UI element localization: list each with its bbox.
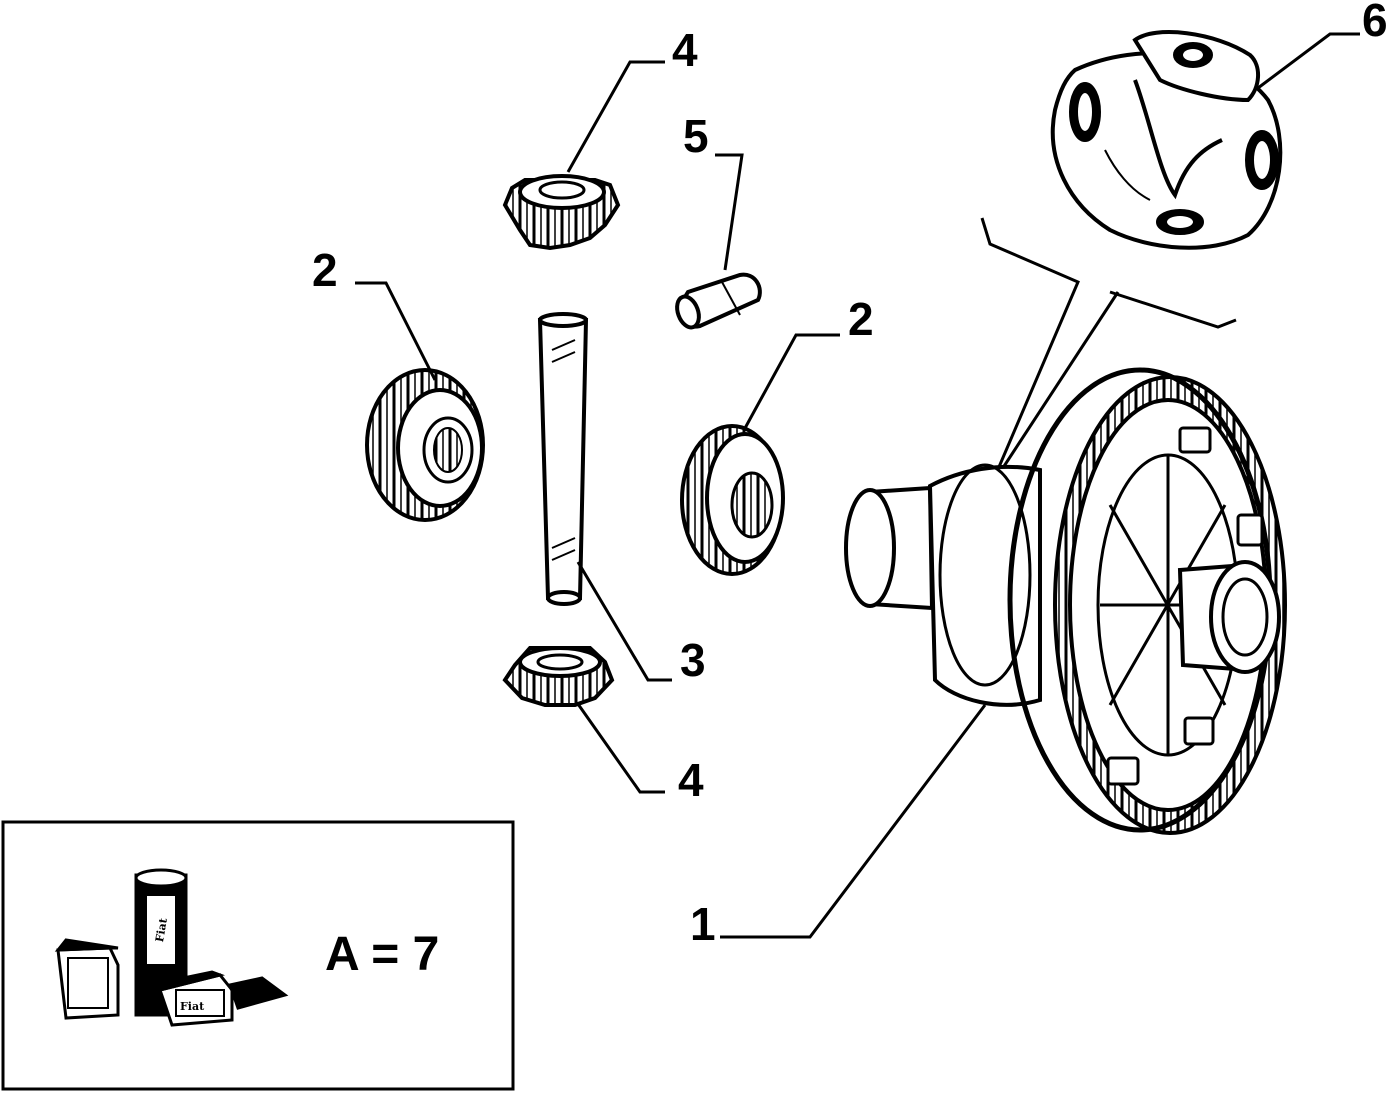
leader-line-6 bbox=[1257, 32, 1360, 90]
callout-1: 1 bbox=[690, 898, 716, 950]
callout-2-right: 2 bbox=[848, 293, 874, 345]
leader-line-2-right bbox=[742, 333, 840, 431]
callout-4-bottom: 4 bbox=[678, 754, 704, 806]
lubricant-brand-label-tube: Fiat bbox=[153, 916, 170, 943]
lubricant-equation: A = 7 bbox=[325, 928, 439, 981]
callout-2-left: 2 bbox=[312, 244, 338, 296]
side-gear-part-2-right bbox=[680, 424, 785, 576]
leader-line-1 bbox=[720, 704, 987, 939]
leader-line-5 bbox=[715, 153, 744, 271]
planet-gear-part-4-top bbox=[502, 174, 621, 251]
callout-5: 5 bbox=[683, 110, 709, 162]
callout-3: 3 bbox=[680, 634, 706, 686]
planet-gear-part-4-bottom bbox=[502, 646, 615, 707]
leader-line-4-bottom bbox=[576, 703, 665, 794]
callout-6: 6 bbox=[1362, 0, 1388, 46]
leader-line-3 bbox=[576, 561, 672, 682]
callout-4-top: 4 bbox=[672, 24, 698, 76]
leader-line-2-left bbox=[355, 281, 437, 381]
legend-box: Fiat Fiat A = 7 bbox=[1, 820, 515, 1091]
leader-line-4-top bbox=[566, 60, 665, 173]
lubricant-products-icon bbox=[54, 868, 289, 1027]
lubricant-brand-label-box: Fiat bbox=[180, 1000, 205, 1013]
shaft-part-3 bbox=[537, 312, 589, 606]
side-gear-part-2-left bbox=[365, 368, 485, 522]
assembly-bracket-lines bbox=[980, 217, 1237, 489]
differential-assembly-part-1 bbox=[844, 367, 1287, 835]
pin-part-5 bbox=[675, 272, 762, 330]
differential-casing-yoke-part-6 bbox=[1050, 30, 1283, 250]
